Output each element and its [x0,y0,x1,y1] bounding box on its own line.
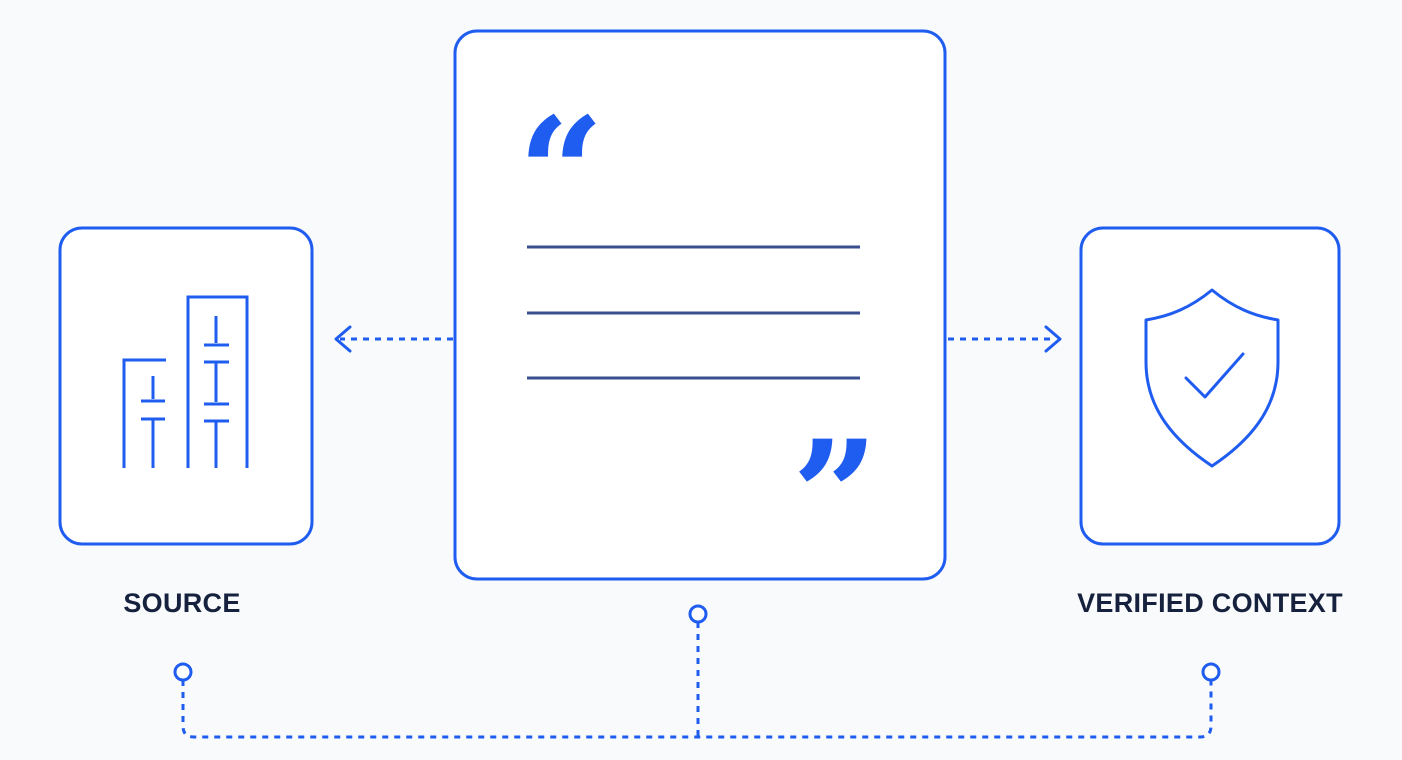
quote-document-icon: “ ” [518,85,878,584]
connector-node-left [173,662,193,682]
quote-card: “ ” [453,29,947,584]
bottom-connector [173,604,1221,739]
connector-node-right [1201,662,1221,682]
close-quote-icon: ” [792,408,878,584]
connector-node-center [688,604,708,624]
source-card [58,226,314,546]
source-label: SOURCE [123,588,241,618]
verified-card [1079,226,1341,546]
open-quote-icon: “ [518,85,604,261]
arrow-left [334,325,453,353]
checkmark-icon [1184,352,1245,399]
building-icon [122,295,249,468]
arrow-right [948,325,1062,353]
verified-context-label: VERIFIED CONTEXT [1077,588,1343,618]
shield-check-icon [1144,288,1280,468]
